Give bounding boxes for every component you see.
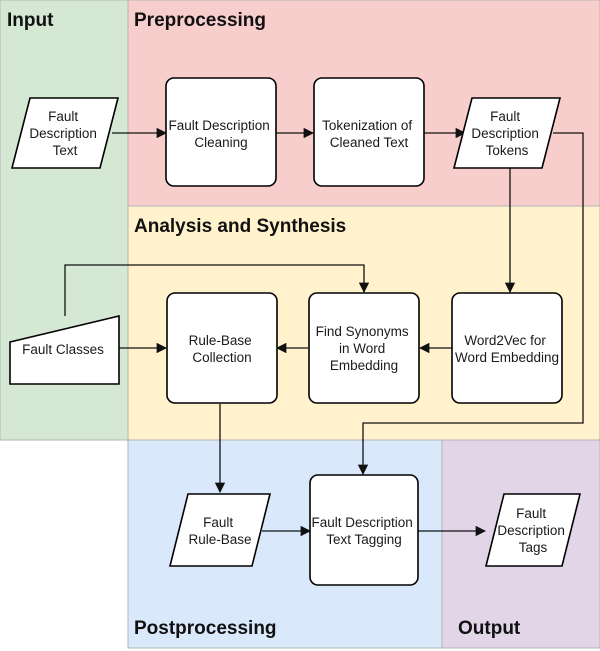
analysis-region-title: Analysis and Synthesis [134, 216, 346, 237]
fault-rule-base-label: Fault Rule-Base [188, 515, 251, 547]
fault-description-tokens-label: Fault Description Tokens [471, 109, 542, 158]
fault-description-tags-node [484, 493, 582, 567]
tokenization-node [313, 77, 425, 187]
tokenization-label: Tokenization of Cleaned Text [322, 118, 416, 150]
input-region-title: Input [7, 10, 54, 31]
fault-classes-node [9, 314, 120, 385]
postprocessing-region-title: Postprocessing [134, 618, 277, 639]
fault-description-tokens-node [452, 97, 562, 169]
output-region-title: Output [458, 618, 521, 639]
fault-description-tags-label: Fault Description Tags [497, 506, 568, 555]
fault-description-text-node [10, 97, 120, 169]
fault-description-cleaning-node [165, 77, 277, 187]
text-tagging-label: Fault Description Text Tagging [311, 515, 416, 547]
fault-description-cleaning-label: Fault Description Cleaning [168, 118, 273, 150]
text-tagging-node [309, 474, 419, 586]
find-synonyms-label: Find Synonyms in Word Embedding [316, 324, 413, 373]
node-labels: Fault Description Text Fault Description… [22, 109, 568, 555]
edge-classes-to-synonyms [64, 264, 370, 316]
fault-description-text-label: Fault Description Text [29, 109, 100, 158]
rule-base-collection-node [166, 292, 278, 404]
edges [64, 127, 584, 537]
word2vec-node [451, 292, 563, 404]
edge-tokens-to-tagging [357, 132, 584, 476]
fault-classes-label: Fault Classes [22, 342, 104, 357]
preprocessing-region-title: Preprocessing [134, 10, 266, 31]
rule-base-collection-label: Rule-Base Collection [189, 333, 256, 365]
find-synonyms-node [308, 292, 420, 404]
word2vec-label: Word2Vec for Word Embedding [455, 333, 559, 365]
fault-rule-base-node [168, 493, 272, 567]
nodes [9, 77, 582, 586]
